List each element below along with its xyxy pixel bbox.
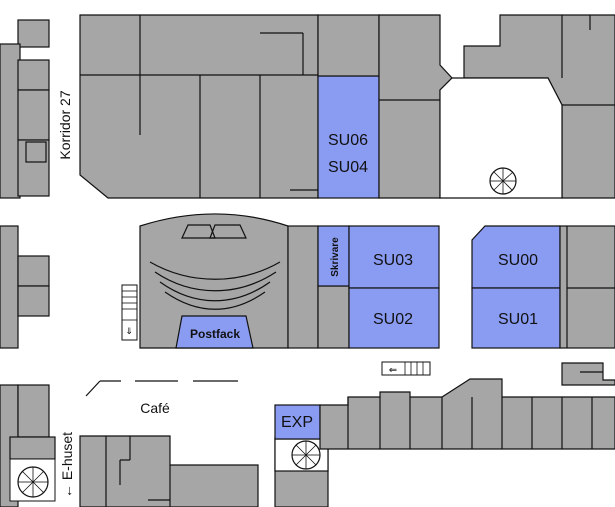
area-skrivare[interactable] — [317, 225, 350, 287]
room-label-exp: EXP — [281, 414, 313, 431]
spiral-staircase-icon — [291, 440, 321, 470]
elevator-arrow-icon: ⇐ — [381, 361, 431, 376]
room-su02[interactable] — [348, 287, 440, 349]
svg-text:⇐: ⇐ — [389, 365, 397, 376]
spiral-staircase-icon — [489, 167, 517, 195]
middle-right-rooms — [559, 225, 615, 349]
room-label-su02: SU02 — [373, 311, 413, 328]
stairs-icon: ⇓ — [121, 284, 138, 341]
top-main-rooms — [79, 14, 319, 199]
room-su03[interactable] — [348, 225, 440, 289]
corridor-label-e-huset: ← E-huset — [59, 432, 75, 498]
area-label-postfack: Postfack — [190, 327, 240, 341]
area-postfack[interactable] — [175, 315, 254, 349]
bottom-right-rooms — [319, 362, 615, 450]
spiral-staircase-icon — [9, 458, 56, 502]
bottom-left-rooms — [0, 384, 259, 507]
auditorium — [139, 213, 289, 349]
room-label-su01: SU01 — [498, 311, 538, 328]
room-label-su03: SU03 — [373, 252, 413, 269]
top-right-rooms — [439, 14, 615, 199]
room-label-su06: SU06 — [328, 132, 368, 149]
area-label-skrivare: Skrivare — [330, 237, 341, 277]
room-label-su00: SU00 — [498, 252, 538, 269]
room-su06-su04[interactable] — [317, 75, 380, 199]
top-left-rooms — [0, 19, 50, 199]
cafe-outline — [85, 380, 238, 397]
middle-left-rooms — [0, 225, 50, 349]
room-exp[interactable] — [274, 404, 321, 440]
svg-text:⇓: ⇓ — [125, 327, 133, 337]
corridor-label-korridor-27: Korridor 27 — [57, 90, 73, 159]
room-label-su04: SU04 — [328, 159, 368, 176]
area-label-cafe: Café — [140, 400, 170, 416]
